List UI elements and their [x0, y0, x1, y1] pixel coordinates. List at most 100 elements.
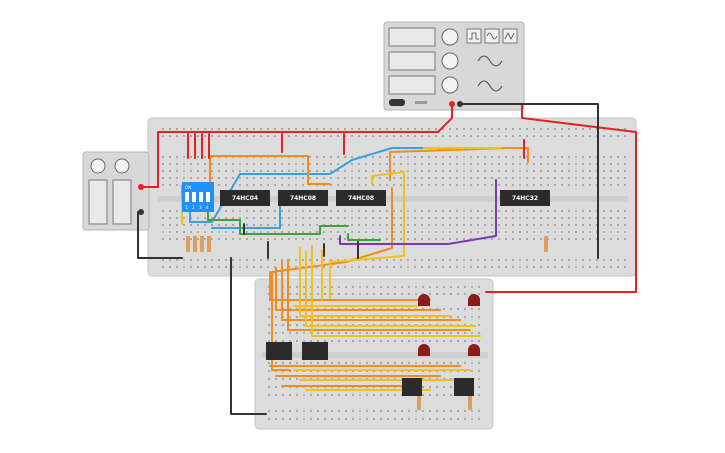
breadboard-hole[interactable] [190, 170, 192, 172]
breadboard-hole[interactable] [400, 184, 402, 186]
breadboard-hole[interactable] [456, 135, 458, 137]
breadboard-hole[interactable] [498, 135, 500, 137]
breadboard-hole[interactable] [463, 224, 465, 226]
breadboard-hole[interactable] [414, 210, 416, 212]
breadboard-hole[interactable] [407, 224, 409, 226]
breadboard-hole[interactable] [547, 184, 549, 186]
breadboard-hole[interactable] [331, 293, 333, 295]
breadboard-hole[interactable] [387, 394, 389, 396]
breadboard-hole[interactable] [183, 135, 185, 137]
breadboard-hole[interactable] [519, 184, 521, 186]
breadboard-hole[interactable] [603, 217, 605, 219]
breadboard-hole[interactable] [400, 163, 402, 165]
breadboard-hole[interactable] [512, 163, 514, 165]
breadboard-hole[interactable] [449, 156, 451, 158]
breadboard-hole[interactable] [344, 170, 346, 172]
breadboard-hole[interactable] [218, 266, 220, 268]
breadboard-hole[interactable] [589, 128, 591, 130]
breadboard-hole[interactable] [331, 410, 333, 412]
breadboard-hole[interactable] [436, 386, 438, 388]
breadboard-hole[interactable] [554, 163, 556, 165]
breadboard-hole[interactable] [421, 170, 423, 172]
breadboard-hole[interactable] [204, 163, 206, 165]
breadboard-hole[interactable] [358, 163, 360, 165]
breadboard-hole[interactable] [407, 210, 409, 212]
breadboard-hole[interactable] [610, 163, 612, 165]
breadboard-hole[interactable] [610, 135, 612, 137]
breadboard-hole[interactable] [338, 332, 340, 334]
breadboard-hole[interactable] [204, 177, 206, 179]
breadboard-hole[interactable] [267, 217, 269, 219]
wire-vertical-yellow[interactable] [299, 245, 323, 337]
breadboard-hole[interactable] [414, 135, 416, 137]
breadboard-hole[interactable] [275, 340, 277, 342]
breadboard-hole[interactable] [484, 156, 486, 158]
breadboard-hole[interactable] [470, 259, 472, 261]
breadboard-hole[interactable] [540, 156, 542, 158]
breadboard-hole[interactable] [491, 238, 493, 240]
breadboard-hole[interactable] [225, 210, 227, 212]
breadboard-hole[interactable] [295, 184, 297, 186]
breadboard-hole[interactable] [282, 362, 284, 364]
breadboard-hole[interactable] [498, 163, 500, 165]
breadboard-hole[interactable] [296, 286, 298, 288]
breadboard-hole[interactable] [253, 170, 255, 172]
breadboard-hole[interactable] [330, 184, 332, 186]
breadboard-hole[interactable] [624, 231, 626, 233]
breadboard-hole[interactable] [268, 370, 270, 372]
breadboard-hole[interactable] [478, 308, 480, 310]
breadboard-hole[interactable] [401, 286, 403, 288]
breadboard-hole[interactable] [274, 217, 276, 219]
breadboard-hole[interactable] [317, 293, 319, 295]
breadboard-hole[interactable] [582, 163, 584, 165]
breadboard-hole[interactable] [435, 217, 437, 219]
breadboard-hole[interactable] [415, 340, 417, 342]
breadboard-hole[interactable] [408, 418, 410, 420]
breadboard-hole[interactable] [554, 224, 556, 226]
breadboard-hole[interactable] [295, 128, 297, 130]
breadboard-hole[interactable] [331, 418, 333, 420]
resistors[interactable] [186, 236, 548, 252]
breadboard-hole[interactable] [303, 418, 305, 420]
breadboard-hole[interactable] [477, 231, 479, 233]
breadboard-hole[interactable] [407, 163, 409, 165]
breadboard-hole[interactable] [449, 217, 451, 219]
breadboard-hole[interactable] [457, 362, 459, 364]
breadboard-hole[interactable] [568, 259, 570, 261]
breadboard-hole[interactable] [415, 418, 417, 420]
breadboard-hole[interactable] [484, 238, 486, 240]
breadboard-hole[interactable] [373, 332, 375, 334]
breadboard-hole[interactable] [379, 224, 381, 226]
breadboard-hole[interactable] [512, 217, 514, 219]
breadboard-hole[interactable] [372, 128, 374, 130]
breadboard-hole[interactable] [533, 266, 535, 268]
breadboard-hole[interactable] [610, 238, 612, 240]
breadboard-hole[interactable] [470, 266, 472, 268]
breadboard-hole[interactable] [512, 266, 514, 268]
breadboard-hole[interactable] [568, 184, 570, 186]
breadboard-hole[interactable] [316, 217, 318, 219]
breadboard-hole[interactable] [540, 266, 542, 268]
breadboard-hole[interactable] [449, 135, 451, 137]
breadboard-hole[interactable] [211, 163, 213, 165]
breadboard-hole[interactable] [442, 231, 444, 233]
breadboard-hole[interactable] [268, 332, 270, 334]
breadboard-hole[interactable] [365, 210, 367, 212]
breadboard-hole[interactable] [275, 324, 277, 326]
function-generator[interactable] [383, 21, 525, 111]
breadboard-hole[interactable] [519, 231, 521, 233]
breadboard-hole[interactable] [470, 170, 472, 172]
breadboard-hole[interactable] [288, 217, 290, 219]
breadboard-hole[interactable] [526, 170, 528, 172]
breadboard-hole[interactable] [197, 231, 199, 233]
breadboard-hole[interactable] [449, 231, 451, 233]
breadboard-hole[interactable] [582, 210, 584, 212]
breadboard-hole[interactable] [281, 163, 283, 165]
breadboard-hole[interactable] [394, 332, 396, 334]
breadboard-hole[interactable] [561, 177, 563, 179]
breadboard-hole[interactable] [561, 135, 563, 137]
breadboard-hole[interactable] [498, 238, 500, 240]
breadboard-hole[interactable] [366, 286, 368, 288]
breadboard-hole[interactable] [379, 128, 381, 130]
breadboard-hole[interactable] [533, 128, 535, 130]
